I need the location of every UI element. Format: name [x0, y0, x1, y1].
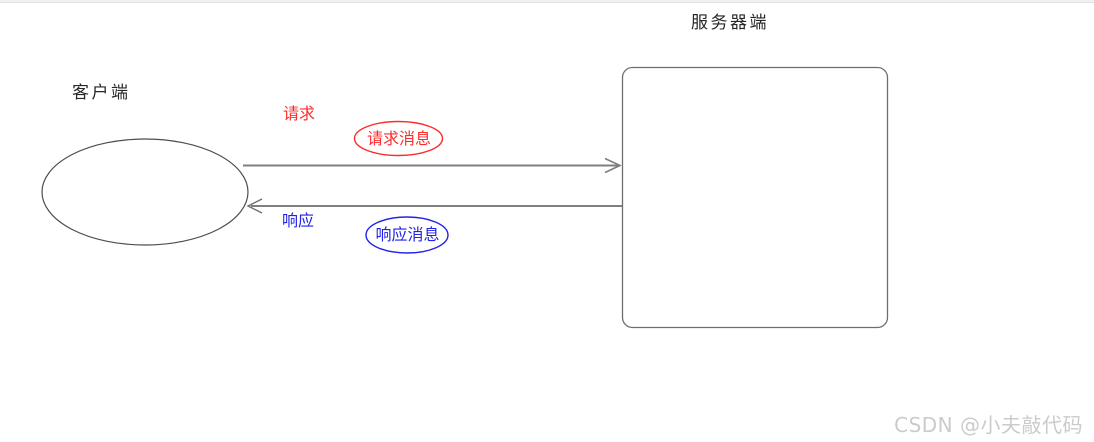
client-ellipse: [41, 138, 249, 246]
response-label: 响应: [282, 211, 315, 230]
response-arrow: [246, 198, 622, 214]
request-arrowhead-icon: [604, 157, 622, 174]
server-box: [621, 66, 889, 329]
client-label: 客户端: [72, 83, 131, 103]
request-message-ellipse: [353, 120, 444, 157]
request-label: 请求: [283, 104, 316, 123]
csdn-watermark: CSDN @小夫敲代码: [894, 413, 1083, 437]
request-message-text: 请求消息: [366, 128, 431, 148]
response-message-ellipse: [365, 216, 449, 254]
top-border-line: [0, 0, 1094, 3]
request-arrow: [243, 157, 622, 174]
server-label: 服务器端: [691, 13, 769, 33]
response-message-text: 响应消息: [375, 225, 440, 244]
response-arrowhead-icon: [246, 198, 263, 214]
